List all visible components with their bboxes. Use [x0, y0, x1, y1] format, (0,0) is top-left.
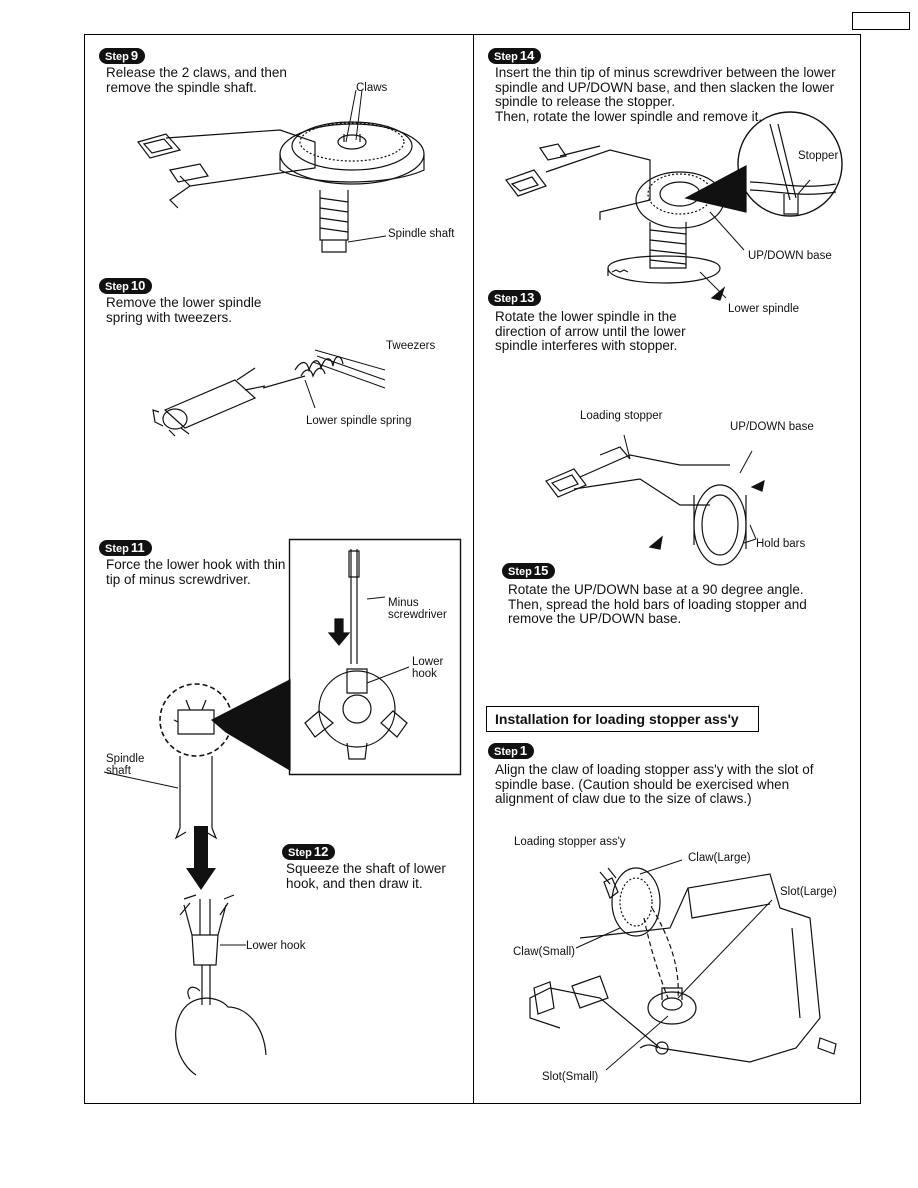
- step-badge-number: 15: [533, 563, 549, 578]
- lower-hook-label: Lower hook: [412, 656, 444, 680]
- step-badge-number: 1: [519, 743, 528, 758]
- step-badge-number: 10: [130, 278, 146, 293]
- installation-title: Installation for loading stopper ass'y: [486, 706, 759, 732]
- step-13-text: Rotate the lower spindle in the directio…: [495, 309, 686, 353]
- claw-large-label: Claw(Large): [688, 852, 751, 864]
- step-badge-word: Step: [494, 746, 518, 758]
- minus-screwdriver-label: Minus screwdriver: [388, 597, 447, 621]
- step-badge-number: 14: [519, 48, 535, 63]
- spindle-shaft-label-2: Spindle shaft: [106, 753, 145, 777]
- step-badge-number: 13: [519, 290, 535, 305]
- step-badge-word: Step: [105, 51, 129, 63]
- down-arrow-icon: [186, 826, 216, 890]
- step-badge-number: 12: [313, 844, 329, 859]
- lower-hook-hand-figure: [160, 895, 270, 1080]
- claws-label: Claws: [356, 82, 388, 94]
- spindle-shaft-label: Spindle shaft: [388, 228, 455, 240]
- step-14-text: Insert the thin tip of minus screwdriver…: [495, 65, 836, 124]
- step-12-text: Squeeze the shaft of lower hook, and the…: [286, 861, 446, 891]
- loading-stopper-assy-label: Loading stopper ass'y: [514, 836, 626, 848]
- up-down-base-label-2: UP/DOWN base: [730, 421, 814, 433]
- slot-large-label: Slot(Large): [780, 886, 837, 898]
- step-badge-word: Step: [288, 847, 312, 859]
- slot-small-label: Slot(Small): [542, 1071, 599, 1083]
- step-badge-word: Step: [494, 51, 518, 63]
- column-divider: [473, 34, 474, 1104]
- step-badge-word: Step: [105, 281, 129, 293]
- stopper-label: Stopper: [798, 150, 839, 162]
- lower-spindle-removal-figure: [500, 120, 850, 300]
- step-badge-number: 11: [130, 540, 145, 555]
- hook-detail-inset: [289, 539, 461, 775]
- claw-small-label: Claw(Small): [513, 946, 575, 958]
- loading-stopper-label: Loading stopper: [580, 410, 663, 422]
- step-badge-word: Step: [494, 293, 518, 305]
- tweezers-label: Tweezers: [386, 340, 436, 352]
- page-frame: [84, 34, 861, 1104]
- step-15-text: Rotate the UP/DOWN base at a 90 degree a…: [508, 582, 807, 626]
- lower-hook-label-2: Lower hook: [246, 940, 306, 952]
- step-badge-number: 9: [130, 48, 139, 63]
- loading-stopper-figure: [540, 425, 780, 565]
- loading-stopper-assy-figure: [520, 848, 850, 1078]
- up-down-base-label: UP/DOWN base: [748, 250, 832, 262]
- step-11-text: Force the lower hook with thin tip of mi…: [106, 557, 286, 587]
- page-number-box: [852, 12, 910, 30]
- step-badge-word: Step: [105, 543, 129, 555]
- hold-bars-label: Hold bars: [756, 538, 806, 550]
- spindle-shaft-figure: [130, 90, 470, 260]
- step-9-text: Release the 2 claws, and then remove the…: [106, 65, 287, 95]
- lower-spindle-label: Lower spindle: [728, 303, 799, 315]
- lower-spindle-spring-label: Lower spindle spring: [306, 415, 412, 427]
- spring-tweezers-figure: [145, 330, 395, 450]
- step-badge-word: Step: [508, 566, 532, 578]
- install-step-1-text: Align the claw of loading stopper ass'y …: [495, 762, 814, 806]
- spindle-shaft-with-circle-figure: [150, 660, 300, 860]
- step-10-text: Remove the lower spindle spring with twe…: [106, 295, 262, 325]
